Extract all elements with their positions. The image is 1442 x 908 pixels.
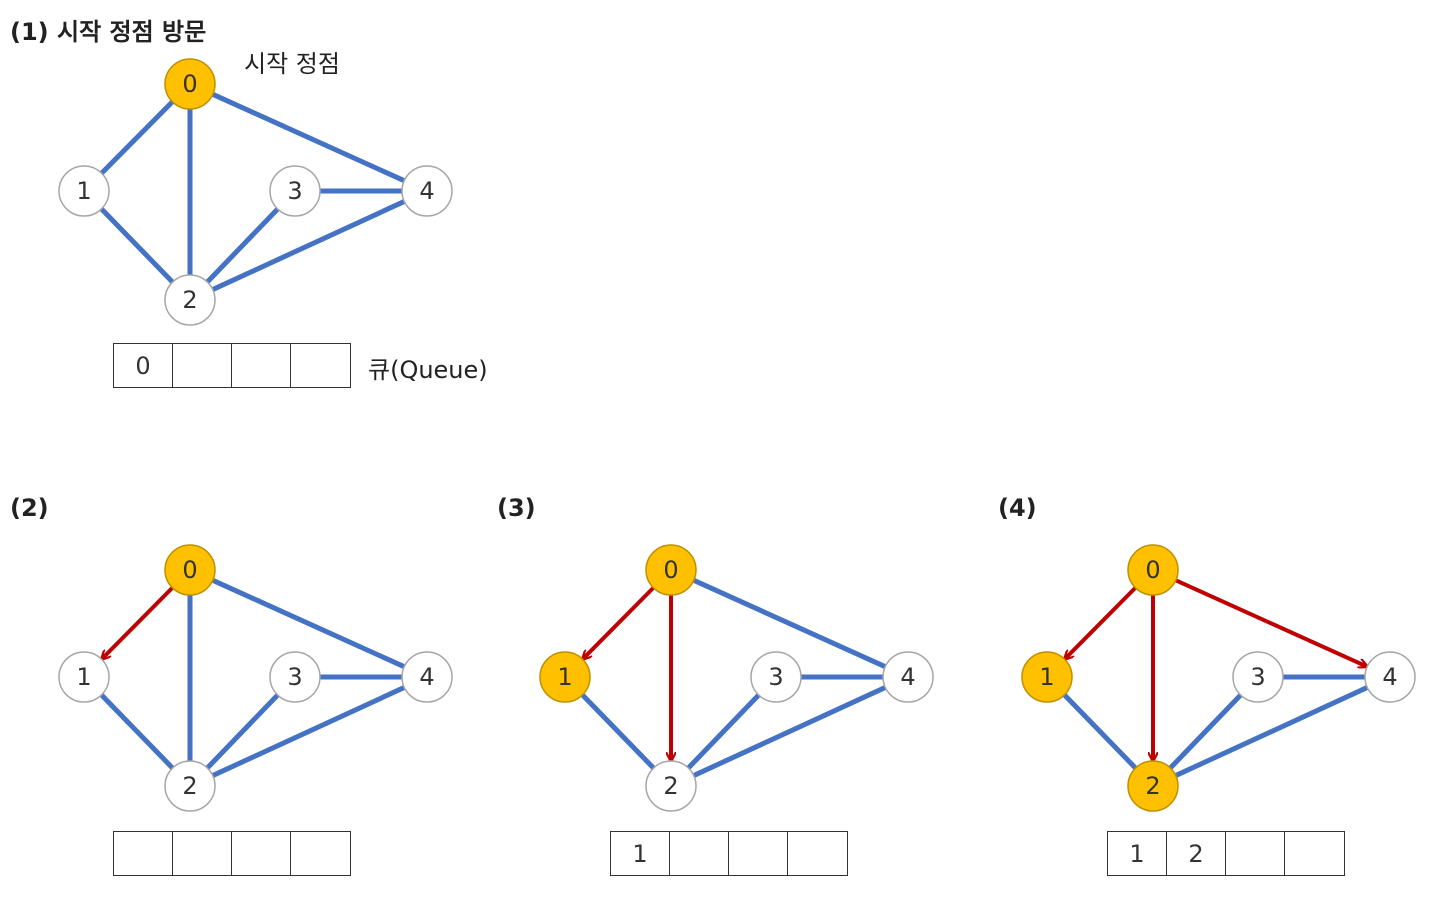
node-3 xyxy=(750,651,802,703)
node-label: 3 xyxy=(768,663,783,691)
node-label: 1 xyxy=(1039,663,1054,691)
node-3 xyxy=(269,651,321,703)
edge-2-4 xyxy=(211,199,406,292)
node-label: 3 xyxy=(1250,663,1265,691)
node-label: 4 xyxy=(419,663,434,691)
graph-panel-4: 0 1 2 3 4 xyxy=(1021,544,1416,812)
node-2 xyxy=(164,274,216,326)
edge-1-2 xyxy=(1062,693,1138,770)
node-0-visited xyxy=(164,58,216,110)
edge-1-2 xyxy=(99,693,175,770)
edge-2-3 xyxy=(205,693,280,770)
node-label: 2 xyxy=(182,772,197,800)
queue-cell xyxy=(729,832,788,875)
node-1 xyxy=(58,165,110,217)
panel-3-queue: 1 xyxy=(610,831,848,876)
node-2 xyxy=(164,760,216,812)
edge-2-4 xyxy=(1174,685,1369,778)
arrow-0-1 xyxy=(102,586,174,659)
panel-1-title: (1) 시작 정점 방문 xyxy=(10,18,207,46)
node-label: 1 xyxy=(76,177,91,205)
start-vertex-label: 시작 정점 xyxy=(244,50,340,78)
node-1-visited xyxy=(1021,651,1073,703)
node-label: 2 xyxy=(1145,772,1160,800)
node-2-visited xyxy=(1127,760,1179,812)
node-0-visited xyxy=(1127,544,1179,596)
edge-0-4 xyxy=(211,578,406,669)
arrow-0-1 xyxy=(583,586,655,659)
panel-2-queue xyxy=(113,831,351,876)
node-1 xyxy=(58,651,110,703)
node-0-visited xyxy=(645,544,697,596)
node-label: 3 xyxy=(287,177,302,205)
node-3 xyxy=(1232,651,1284,703)
queue-cell xyxy=(670,832,729,875)
edge-2-4 xyxy=(211,685,406,778)
edge-2-3 xyxy=(205,207,280,284)
edge-0-1 xyxy=(99,100,175,175)
node-1-visited xyxy=(539,651,591,703)
queue-cell xyxy=(1226,832,1285,875)
panel-1-queue: 0 xyxy=(113,343,351,388)
node-4 xyxy=(1364,651,1416,703)
panel-4-queue: 1 2 xyxy=(1107,831,1345,876)
panel-2-title: (2) xyxy=(10,494,49,522)
panel-3-title: (3) xyxy=(497,494,536,522)
node-label: 0 xyxy=(663,556,678,584)
queue-cell xyxy=(232,344,291,387)
edge-2-3 xyxy=(686,693,761,770)
queue-cell: 1 xyxy=(1108,832,1167,875)
graph-panel-3: 0 1 2 3 4 xyxy=(539,544,934,812)
node-label: 4 xyxy=(419,177,434,205)
node-label: 2 xyxy=(663,772,678,800)
node-label: 0 xyxy=(182,556,197,584)
node-0-visited xyxy=(164,544,216,596)
panel-4-title: (4) xyxy=(998,494,1037,522)
queue-cell: 2 xyxy=(1167,832,1226,875)
node-label: 1 xyxy=(557,663,572,691)
edge-2-4 xyxy=(692,685,887,778)
node-label: 0 xyxy=(1145,556,1160,584)
queue-cell xyxy=(232,832,291,875)
node-label: 4 xyxy=(1382,663,1397,691)
queue-cell: 1 xyxy=(611,832,670,875)
node-4 xyxy=(882,651,934,703)
queue-cell xyxy=(114,832,173,875)
node-label: 4 xyxy=(900,663,915,691)
node-4 xyxy=(401,651,453,703)
node-label: 2 xyxy=(182,286,197,314)
edge-0-4 xyxy=(692,578,887,669)
edge-2-3 xyxy=(1168,693,1243,770)
node-label: 3 xyxy=(287,663,302,691)
node-4 xyxy=(401,165,453,217)
edge-0-4 xyxy=(211,92,406,183)
arrow-0-1 xyxy=(1065,586,1137,659)
edge-1-2 xyxy=(580,693,656,770)
node-2 xyxy=(645,760,697,812)
graph-panel-1: 0 1 2 3 4 xyxy=(58,58,453,326)
node-label: 1 xyxy=(76,663,91,691)
queue-cell xyxy=(173,832,232,875)
queue-cell xyxy=(173,344,232,387)
node-3 xyxy=(269,165,321,217)
graph-panel-2: 0 1 2 3 4 xyxy=(58,544,453,812)
queue-label: 큐(Queue) xyxy=(368,356,488,384)
arrow-0-4 xyxy=(1174,578,1367,666)
edge-1-2 xyxy=(99,207,175,284)
node-label: 0 xyxy=(182,70,197,98)
queue-cell: 0 xyxy=(114,344,173,387)
